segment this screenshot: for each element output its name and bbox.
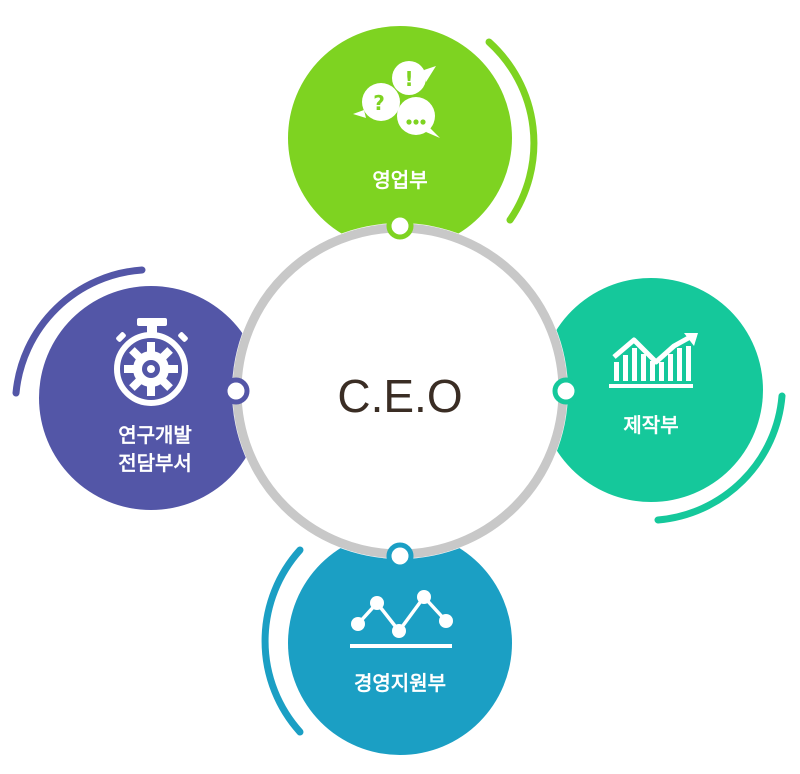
connector-sales (386, 212, 414, 240)
connector-management (386, 542, 414, 570)
line-graph-icon (350, 590, 453, 648)
production-accent-arc (654, 392, 786, 524)
management-label: 경영지원부 (354, 671, 446, 695)
sales-accent-arc (485, 38, 538, 224)
rnd-circle (39, 286, 263, 510)
rnd-accent-arc (12, 266, 146, 397)
connector-rnd (222, 377, 250, 405)
connector-production (552, 377, 580, 405)
sales-circle (288, 26, 512, 250)
production-label: 제작부 (623, 413, 678, 437)
dept-rnd: 연구개발 전담부서 (12, 266, 263, 510)
ceo-label: C.E.O (337, 370, 462, 422)
dept-management: 경영지원부 (261, 531, 512, 755)
bar-chart-growth-icon (609, 333, 698, 388)
production-circle (539, 278, 763, 502)
management-accent-arc (261, 546, 304, 736)
gear-stopwatch-icon (114, 318, 188, 406)
svg-text:?: ? (373, 91, 385, 115)
rnd-label-line2: 전담부서 (118, 451, 192, 475)
ceo-fill (232, 223, 568, 559)
svg-text:!: ! (404, 67, 413, 91)
ceo-hub: C.E.O (222, 212, 580, 570)
dept-sales: ? ! 영업부 (288, 26, 538, 250)
rnd-label-line1: 연구개발 (118, 423, 192, 447)
management-circle (288, 531, 512, 755)
speech-bubbles-icon: ? ! (353, 61, 440, 138)
dept-production: 제작부 (539, 278, 786, 524)
sales-label: 영업부 (372, 168, 427, 192)
ring-connectors (222, 212, 580, 570)
